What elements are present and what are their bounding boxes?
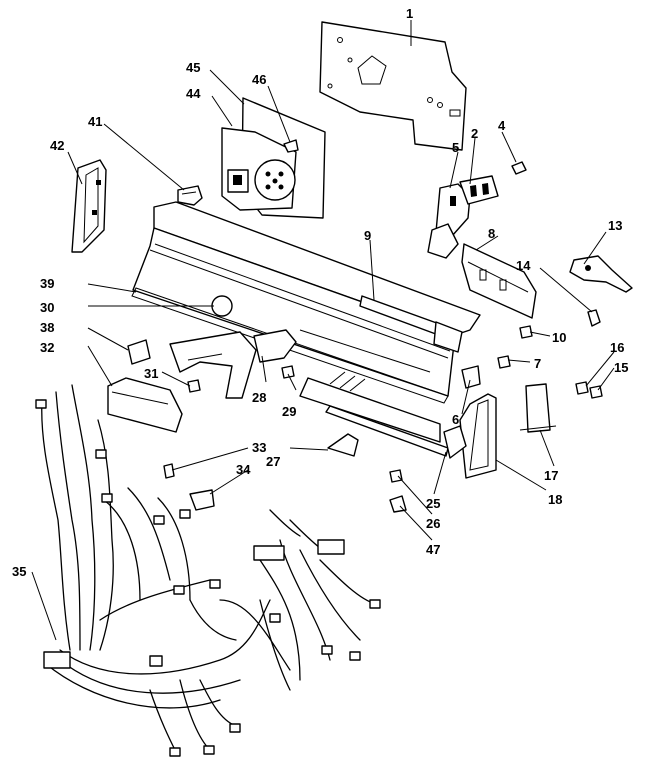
callout-44: 44 (186, 86, 201, 101)
part-bracket-25 (443, 425, 467, 459)
callout-16: 16 (610, 340, 624, 355)
part-switch-body (459, 175, 499, 205)
callout-15: 15 (614, 360, 628, 375)
part-screw-16 (575, 381, 589, 395)
callout-34: 34 (236, 462, 251, 477)
part-screw-7 (497, 355, 511, 369)
callout-2: 2 (471, 126, 478, 141)
callout-6: 6 (452, 412, 459, 427)
callout-26: 26 (426, 516, 440, 531)
part-mounting-plate (319, 21, 467, 151)
callout-32: 32 (40, 340, 54, 355)
callout-25: 25 (426, 496, 440, 511)
part-end-cap-left (71, 159, 107, 253)
callout-33: 33 (252, 440, 266, 455)
part-screw-14 (587, 309, 601, 327)
callout-31: 31 (144, 366, 158, 381)
callout-27: 27 (266, 454, 280, 469)
part-end-cap-right (459, 393, 497, 479)
callout-45: 45 (186, 60, 200, 75)
callout-13: 13 (608, 218, 622, 233)
callout-46: 46 (252, 72, 266, 87)
part-rail-bracket (461, 243, 537, 319)
callout-5: 5 (452, 140, 459, 155)
callout-41: 41 (88, 114, 102, 129)
callout-1: 1 (406, 6, 413, 21)
callout-10: 10 (552, 330, 566, 345)
part-tab-6 (461, 365, 481, 389)
part-wedge (327, 433, 359, 457)
part-cylinder (127, 339, 151, 365)
part-bracket-17 (519, 383, 557, 433)
part-screw-31 (187, 379, 201, 393)
part-console-panel (131, 201, 481, 457)
part-light-bracket (169, 329, 297, 399)
callout-47: 47 (426, 542, 440, 557)
part-clip (177, 185, 203, 206)
callout-8: 8 (488, 226, 495, 241)
callout-35: 35 (12, 564, 26, 579)
callout-38: 38 (40, 320, 54, 335)
callouts: 1 2 4 5 45 44 46 41 42 9 8 13 14 10 7 6 … (12, 6, 628, 579)
callout-30: 30 (40, 300, 54, 315)
leader-lines (31, 20, 615, 641)
part-latch (569, 255, 633, 293)
part-clip-34 (189, 489, 215, 511)
part-lamp-cover (107, 377, 183, 433)
callout-28: 28 (252, 390, 266, 405)
part-screw-4 (511, 161, 527, 175)
callout-42: 42 (50, 138, 64, 153)
callout-17: 17 (544, 468, 558, 483)
part-screw-10 (519, 325, 533, 339)
callout-29: 29 (282, 404, 296, 419)
callout-18: 18 (548, 492, 562, 507)
part-screw-26 (389, 469, 403, 483)
part-wire-harness (35, 384, 381, 757)
callout-4: 4 (498, 118, 506, 133)
part-knob (211, 295, 233, 317)
part-bracket (427, 183, 471, 259)
callout-39: 39 (40, 276, 54, 291)
callout-9: 9 (364, 228, 371, 243)
part-screw-33 (163, 463, 175, 479)
callout-14: 14 (516, 258, 531, 273)
part-control-switch (221, 97, 326, 219)
part-screw-29 (281, 365, 295, 379)
callout-7: 7 (534, 356, 541, 371)
